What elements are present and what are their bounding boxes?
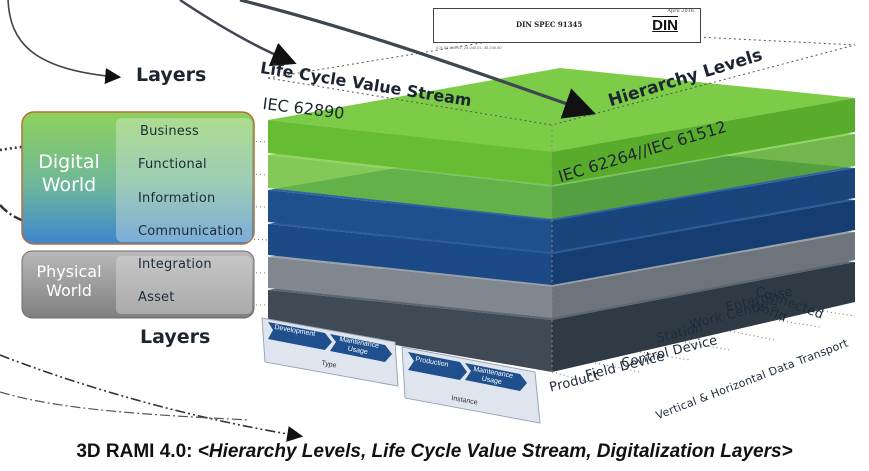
arrow-to-hierarchy xyxy=(239,0,597,119)
hierarchy-leader-lines xyxy=(551,309,856,383)
layer-information: Information xyxy=(138,191,216,206)
digital-world-label: Digital World xyxy=(24,151,114,197)
cube-layers xyxy=(268,68,855,372)
development-chevron xyxy=(268,322,332,350)
physical-world-line1: Physical xyxy=(36,262,102,281)
life-cycle-strip xyxy=(261,317,541,424)
slab-information-side xyxy=(552,168,855,252)
digital-world-line2: World xyxy=(41,173,97,196)
slab-communication-front xyxy=(268,224,552,285)
instance-maintenance-chevron xyxy=(465,363,527,391)
digital-world-line1: Digital xyxy=(38,151,100,173)
caption-prefix: 3D RAMI 4.0: xyxy=(76,441,198,462)
physical-world-label: Physical World xyxy=(24,262,114,300)
arrow-to-business xyxy=(0,130,130,156)
slab-asset-side xyxy=(552,262,855,372)
slab-integration-side xyxy=(552,232,855,318)
slab-information-front xyxy=(268,190,552,252)
slab-business-side xyxy=(552,98,855,185)
din-logo: DIN xyxy=(652,17,678,34)
production-chevron xyxy=(408,352,467,380)
physical-world-box xyxy=(21,250,255,319)
layer-asset: Asset xyxy=(138,290,175,305)
din-spec-number: DIN SPEC 91345 xyxy=(516,20,583,29)
layer-functional: Functional xyxy=(138,157,207,172)
dashdot-curve-lower xyxy=(0,391,251,421)
din-date: April 2016 xyxy=(667,8,694,14)
slab-business-front xyxy=(268,120,552,185)
slab-communication-side xyxy=(552,200,855,285)
digital-world-box xyxy=(21,111,255,245)
physical-labels-panel xyxy=(116,256,252,314)
slab-integration-front xyxy=(268,257,552,318)
layers-label-bottom: Layers xyxy=(140,326,211,348)
layer-integration: Integration xyxy=(138,257,212,272)
layer-business: Business xyxy=(140,124,199,139)
din-ics: ICS 03.100.01; 25.040.01; 35.240.50 xyxy=(436,45,502,50)
slab-functional-front xyxy=(268,155,552,219)
physical-world-line2: World xyxy=(46,281,92,301)
type-maintenance-chevron xyxy=(330,334,392,362)
layer-communication: Communication xyxy=(138,224,244,239)
arrow-to-life-cycle xyxy=(179,0,297,67)
layers-label-top: Layers xyxy=(136,64,207,86)
digital-labels-panel xyxy=(116,118,252,242)
arrow-to-layers-top xyxy=(7,0,122,84)
caption-emphasis: <Hierarchy Levels, Life Cycle Value Stre… xyxy=(197,441,793,462)
arrow-to-caption xyxy=(0,354,304,442)
din-spec-document: April 2016 DIN SPEC 91345 DIN ICS 03.100… xyxy=(433,8,701,50)
caption: 3D RAMI 4.0: <Hierarchy Levels, Life Cyc… xyxy=(0,441,869,463)
slab-asset-front xyxy=(268,290,552,372)
slab-functional-side xyxy=(552,134,855,219)
